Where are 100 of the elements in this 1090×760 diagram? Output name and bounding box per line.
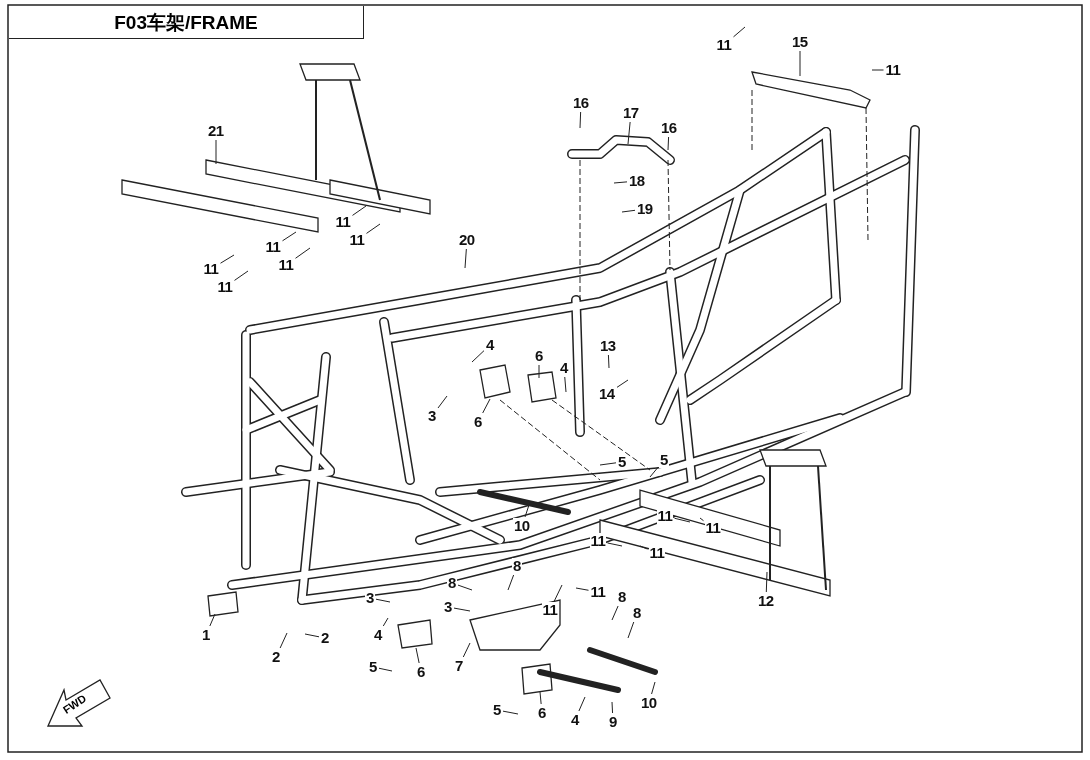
- leader-line: [462, 642, 471, 658]
- leader-line: [220, 254, 235, 264]
- leader-line: [209, 613, 216, 627]
- callout-number: 8: [632, 605, 642, 621]
- callout-number: 10: [640, 695, 658, 711]
- callout-number: 15: [791, 34, 809, 50]
- leader-line: [733, 26, 746, 38]
- callout-number: 3: [365, 590, 375, 606]
- leader-line: [415, 647, 420, 664]
- leader-line: [578, 696, 586, 712]
- leader-line: [234, 270, 249, 281]
- leader-line: [871, 69, 884, 71]
- callout-number: 6: [416, 664, 426, 680]
- leader-line: [295, 247, 311, 259]
- callout-number: 4: [559, 360, 569, 376]
- leader-line: [453, 607, 471, 612]
- callout-number: 5: [492, 702, 502, 718]
- leader-line: [699, 517, 704, 522]
- callout-number: 8: [447, 575, 457, 591]
- leader-line: [304, 633, 320, 638]
- callout-number: 9: [608, 714, 618, 730]
- leader-line: [539, 691, 542, 705]
- callout-number: 16: [572, 95, 590, 111]
- leader-line: [599, 462, 617, 466]
- callout-number: 6: [537, 705, 547, 721]
- callout-number: 11: [264, 239, 282, 255]
- callout-number: 19: [636, 201, 654, 217]
- leader-line: [382, 617, 389, 627]
- leader-line: [564, 376, 567, 393]
- callout-number: 6: [534, 348, 544, 364]
- leader-line: [621, 209, 636, 213]
- leader-line: [538, 364, 540, 379]
- leader-line: [457, 584, 473, 591]
- leader-line: [611, 701, 614, 714]
- leader-line: [627, 621, 635, 639]
- leader-line: [579, 111, 582, 129]
- callout-number: 11: [334, 214, 352, 230]
- leader-line: [464, 248, 467, 269]
- callout-number: 3: [443, 599, 453, 615]
- callout-number: 21: [207, 123, 225, 139]
- leader-line: [375, 598, 391, 603]
- leader-line: [639, 545, 648, 550]
- callout-number: 10: [513, 518, 531, 534]
- leader-line: [616, 379, 629, 388]
- callout-number: 2: [320, 630, 330, 646]
- callout-number: 5: [368, 659, 378, 675]
- callout-number: 11: [704, 520, 722, 536]
- callout-number: 4: [373, 627, 383, 643]
- callout-number: 5: [659, 452, 669, 468]
- callout-number: 11: [202, 261, 220, 277]
- leader-line: [799, 50, 801, 77]
- callout-number: 4: [485, 337, 495, 353]
- callout-number: 5: [617, 454, 627, 470]
- leader-line: [502, 710, 519, 715]
- title-label: F03车架/FRAME: [9, 6, 364, 39]
- callout-number: 2: [271, 649, 281, 665]
- leader-line: [366, 223, 381, 234]
- leader-line: [282, 231, 297, 242]
- callout-number: 11: [715, 37, 733, 53]
- callout-number: 11: [648, 545, 666, 561]
- leader-line: [482, 398, 491, 414]
- callout-number: 11: [348, 232, 366, 248]
- leader-line: [507, 574, 515, 591]
- callout-number: 11: [216, 279, 234, 295]
- callout-number: 13: [599, 338, 617, 354]
- callout-number: 6: [473, 414, 483, 430]
- callout-number: 8: [617, 589, 627, 605]
- leader-line: [437, 395, 448, 409]
- leader-line: [352, 205, 367, 216]
- callout-number: 4: [570, 712, 580, 728]
- leader-line: [667, 136, 670, 151]
- callout-number: 20: [458, 232, 476, 248]
- leader-line: [215, 139, 217, 165]
- callout-number: 12: [757, 593, 775, 609]
- callout-number: 11: [884, 62, 902, 78]
- callout-number: 11: [656, 508, 674, 524]
- leader-line: [651, 681, 656, 695]
- callout-number: 1: [201, 627, 211, 643]
- leader-line: [607, 542, 623, 547]
- leader-line: [627, 121, 631, 145]
- callout-number: 16: [660, 120, 678, 136]
- callout-number: 11: [541, 602, 559, 618]
- leader-line: [649, 466, 659, 478]
- callout-number: 11: [277, 257, 295, 273]
- leader-line: [553, 584, 563, 602]
- leader-line: [575, 587, 589, 591]
- callout-number: 18: [628, 173, 646, 189]
- leader-line: [471, 350, 485, 363]
- leader-line: [613, 181, 628, 184]
- leader-line: [378, 667, 393, 672]
- callout-number: 14: [598, 386, 616, 402]
- callout-number: 17: [622, 105, 640, 121]
- callout-number: 11: [589, 584, 607, 600]
- callout-number: 8: [512, 558, 522, 574]
- leader-line: [279, 632, 288, 649]
- leader-line: [674, 517, 691, 523]
- callout-number: 7: [454, 658, 464, 674]
- callout-number: 11: [589, 533, 607, 549]
- leader-line: [611, 605, 619, 621]
- callout-number: 3: [427, 408, 437, 424]
